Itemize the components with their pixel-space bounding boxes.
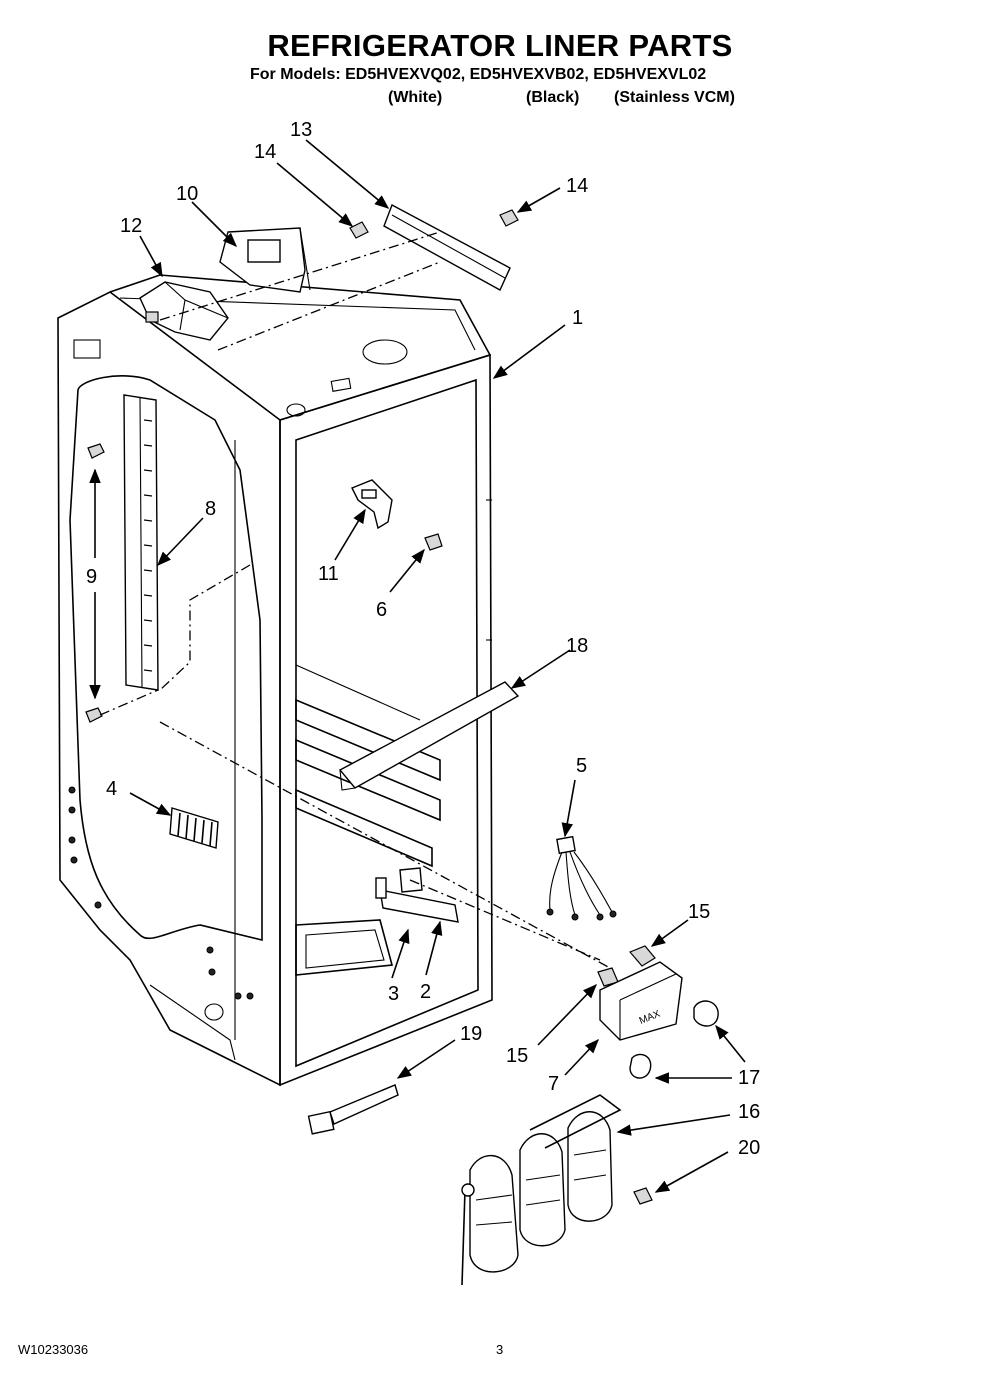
drain-assembly: MAX: [597, 945, 719, 1079]
callout-12: 12: [120, 215, 142, 237]
lower-brackets: [375, 867, 459, 923]
vent-grille: [169, 807, 219, 849]
callout-4: 4: [106, 778, 117, 800]
top-bracket: [219, 227, 311, 293]
callout-11: 11: [318, 563, 339, 585]
page-number: 3: [496, 1342, 504, 1357]
callout-13: 13: [290, 119, 312, 141]
top-channel: [383, 204, 511, 291]
callout-7: 7: [548, 1073, 559, 1095]
variant-black: (Black): [526, 89, 580, 106]
callout-9: 9: [86, 566, 97, 588]
callout-17: 17: [738, 1067, 760, 1089]
callout-8: 8: [205, 498, 216, 520]
callout-numbers: 1 2 3 4 5 6 7 8 9 10 11 12 13 14 14 15 1…: [86, 119, 760, 1159]
callout-2: 2: [420, 981, 431, 1003]
wire-harness: [546, 835, 617, 921]
callout-14-right: 14: [566, 175, 588, 197]
models-line: For Models: ED5HVEXVQ02, ED5HVEXVB02, ED…: [250, 66, 707, 83]
callout-20: 20: [738, 1137, 760, 1159]
callout-15-top: 15: [688, 901, 710, 923]
shelf-rail: [123, 394, 159, 691]
callout-3: 3: [388, 983, 399, 1005]
callout-16: 16: [738, 1101, 760, 1123]
variant-white: (White): [388, 89, 443, 106]
cross-bar: [338, 681, 520, 791]
callout-19: 19: [460, 1023, 482, 1045]
callout-6: 6: [376, 599, 387, 621]
heater-coil: [461, 1094, 622, 1286]
heater-screw: [633, 1187, 653, 1205]
callout-1: 1: [572, 307, 583, 329]
document-number: W10233036: [18, 1342, 89, 1357]
channel-screws: [349, 209, 519, 239]
heater-probe: [307, 1084, 399, 1135]
callout-5: 5: [576, 755, 587, 777]
callout-18: 18: [566, 635, 588, 657]
variant-stainless: (Stainless VCM): [614, 89, 735, 106]
alignment-lines: [99, 231, 611, 969]
rail-screws: [85, 443, 105, 723]
callout-10: 10: [176, 183, 198, 205]
callout-14-left: 14: [254, 141, 276, 163]
page-title: REFRIGERATOR LINER PARTS: [267, 28, 733, 63]
light-housing: [139, 281, 229, 341]
refrigerator-liner: [57, 274, 493, 1087]
leader-lines: [129, 139, 746, 1193]
mid-bracket: [351, 479, 443, 551]
callout-15-bottom: 15: [506, 1045, 528, 1067]
